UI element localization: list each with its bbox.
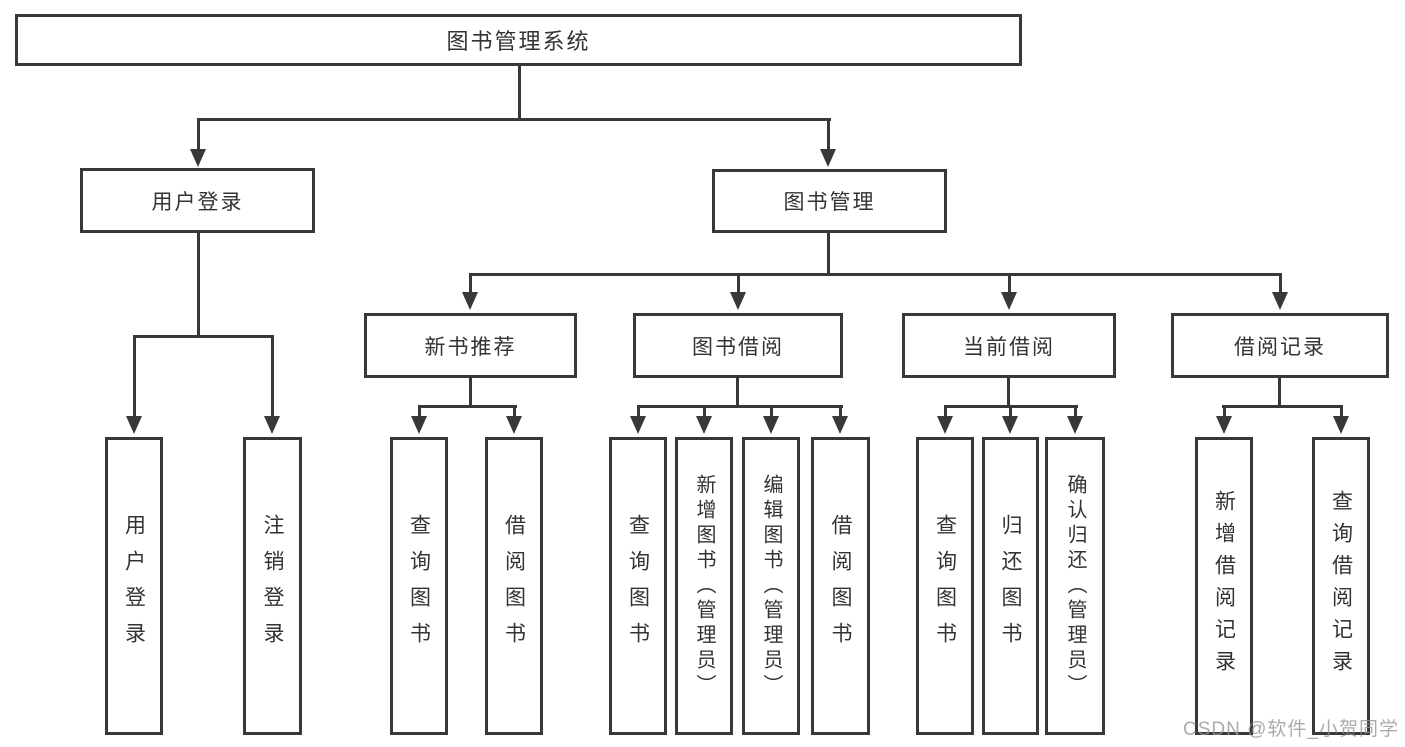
node-label: 查询图书: [407, 514, 431, 658]
arrow-shaft: [702, 405, 706, 418]
arrow-shaft: [826, 118, 830, 151]
watermark: CSDN @软件_小贺同学: [1183, 719, 1399, 740]
arrow-shaft: [270, 335, 274, 418]
arrow-down-icon: [1272, 292, 1288, 310]
connector-line: [1278, 377, 1281, 408]
connector-line: [827, 233, 830, 275]
arrow-down-icon: [1333, 416, 1349, 434]
arrow-shaft: [132, 335, 136, 418]
node-user-login: 用户登录: [80, 168, 315, 233]
node-label: 借阅记录: [1234, 335, 1326, 359]
connector-line: [469, 273, 1282, 276]
arrow-shaft: [1073, 405, 1077, 418]
connector-line: [518, 66, 521, 121]
arrow-down-icon: [937, 416, 953, 434]
connector-line: [637, 405, 843, 408]
arrow-shaft: [943, 405, 947, 418]
node-book-borrowing: 图书借阅: [633, 313, 843, 378]
leaf-return-book: 归还图书: [982, 437, 1039, 735]
arrow-shaft: [769, 405, 773, 418]
node-book-management: 图书管理: [712, 169, 947, 233]
connector-line: [469, 378, 472, 408]
node-borrowing-records: 借阅记录: [1171, 313, 1389, 378]
arrow-shaft: [736, 273, 740, 294]
node-label: 注销登录: [261, 514, 284, 658]
arrow-down-icon: [462, 292, 478, 310]
leaf-query-books-current: 查询图书: [916, 437, 974, 735]
arrow-down-icon: [1216, 416, 1232, 434]
leaf-confirm-return-admin: 确认归还（管理员）: [1045, 437, 1105, 735]
node-label: 图书管理系统: [446, 29, 591, 54]
connector-line: [418, 405, 517, 408]
arrow-shaft: [636, 405, 640, 418]
leaf-query-books-borrow: 查询图书: [609, 437, 667, 735]
arrow-shaft: [196, 118, 200, 151]
connector-line: [197, 118, 831, 121]
arrow-down-icon: [190, 149, 206, 167]
arrow-down-icon: [411, 416, 427, 434]
leaf-logout: 注销登录: [243, 437, 302, 735]
arrow-shaft: [838, 405, 842, 418]
connector-line: [1222, 405, 1343, 408]
node-label: 查询借阅记录: [1329, 490, 1353, 682]
arrow-shaft: [512, 405, 516, 418]
node-label: 编辑图书（管理员）: [760, 473, 782, 699]
node-label: 借阅图书: [502, 514, 526, 658]
node-label: 新增图书（管理员）: [693, 473, 715, 699]
node-label: 图书管理: [783, 191, 876, 214]
leaf-query-borrow-record: 查询借阅记录: [1312, 437, 1370, 735]
node-label: 用户登录: [122, 514, 146, 658]
arrow-down-icon: [730, 292, 746, 310]
leaf-borrow-books-2: 借阅图书: [811, 437, 870, 735]
node-label: 新书推荐: [424, 335, 517, 359]
node-label: 查询图书: [626, 514, 650, 658]
arrow-down-icon: [126, 416, 142, 434]
node-label: 借阅图书: [829, 514, 852, 658]
leaf-query-books-recommend: 查询图书: [390, 437, 448, 735]
arrow-shaft: [417, 405, 421, 418]
connector-line: [1007, 377, 1010, 408]
arrow-down-icon: [1067, 416, 1083, 434]
node-label: 归还图书: [999, 514, 1022, 658]
leaf-add-borrow-record: 新增借阅记录: [1195, 437, 1253, 735]
connector-line: [133, 335, 274, 338]
node-label: 图书借阅: [692, 335, 784, 359]
arrow-down-icon: [264, 416, 280, 434]
leaf-user-login: 用户登录: [105, 437, 163, 735]
node-library-management-system: 图书管理系统: [15, 14, 1022, 66]
arrow-shaft: [1278, 273, 1282, 294]
connector-line: [197, 232, 200, 337]
node-new-book-recommendation: 新书推荐: [364, 313, 577, 378]
node-label: 当前借阅: [963, 335, 1055, 359]
arrow-down-icon: [832, 416, 848, 434]
leaf-borrow-books-recommend: 借阅图书: [485, 437, 543, 735]
arrow-down-icon: [820, 149, 836, 167]
arrow-down-icon: [1002, 416, 1018, 434]
leaf-edit-book-admin: 编辑图书（管理员）: [742, 437, 800, 735]
arrow-shaft: [1007, 273, 1011, 294]
arrow-down-icon: [1001, 292, 1017, 310]
node-label: 用户登录: [151, 190, 244, 214]
arrow-down-icon: [506, 416, 522, 434]
node-label: 新增借阅记录: [1212, 490, 1236, 682]
arrow-down-icon: [696, 416, 712, 434]
arrow-shaft: [1339, 405, 1343, 418]
node-current-borrowing: 当前借阅: [902, 313, 1116, 378]
arrow-shaft: [468, 273, 472, 294]
connector-line: [736, 378, 739, 408]
arrow-down-icon: [763, 416, 779, 434]
node-label: 查询图书: [933, 514, 957, 658]
arrow-down-icon: [630, 416, 646, 434]
arrow-shaft: [1008, 405, 1012, 418]
leaf-add-book-admin: 新增图书（管理员）: [675, 437, 733, 735]
arrow-shaft: [1222, 405, 1226, 418]
node-label: 确认归还（管理员）: [1064, 473, 1086, 699]
